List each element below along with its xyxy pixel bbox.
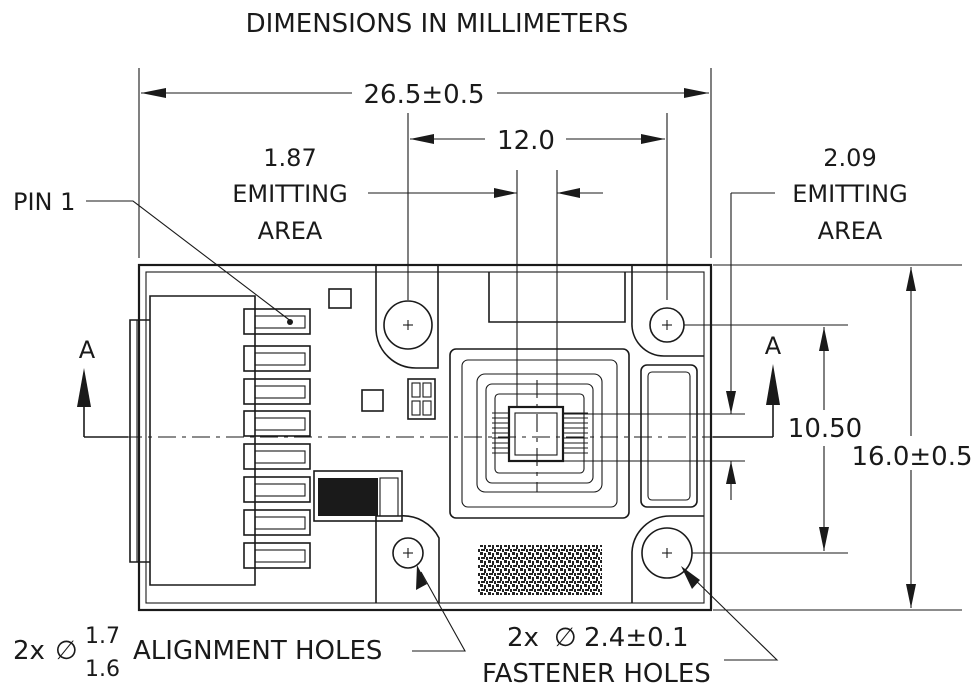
overall-height-label: 16.0±0.5 [851, 442, 971, 472]
pin1-label: PIN 1 [13, 188, 75, 216]
alignment-prefix: 2x [13, 636, 45, 666]
section-a-right: A [713, 332, 782, 438]
emitting-left-line1: EMITTING [232, 180, 347, 208]
vertical-hole-spacing-label: 10.50 [788, 414, 862, 444]
emitting-right-value: 2.09 [823, 144, 876, 172]
fastener-text: FASTENER HOLES [482, 659, 711, 689]
emitting-right-line2: AREA [818, 217, 883, 245]
fastener-diameter-symbol: ∅ [554, 623, 577, 653]
overall-width-dimension: 26.5±0.5 [138, 68, 712, 258]
section-a-left: A [77, 336, 128, 438]
hole-spacing-dimension: 12.0 [407, 113, 668, 300]
alignment-upper-limit: 1.7 [85, 624, 120, 649]
emitting-left-value: 1.87 [263, 144, 316, 172]
section-a-right-label: A [765, 332, 782, 360]
fastener-value: 2.4±0.1 [584, 623, 688, 653]
emitting-left-line2: AREA [258, 217, 323, 245]
vertical-hole-spacing-dimension: 10.50 [684, 324, 862, 554]
section-a-left-label: A [79, 336, 96, 364]
pin1-leader [86, 200, 293, 323]
fastener-prefix: 2x [507, 623, 539, 653]
fastener-holes-callout: 2x ∅ 2.4±0.1 FASTENER HOLES [482, 566, 779, 689]
alignment-text: ALIGNMENT HOLES [133, 636, 382, 666]
drawing-title: DIMENSIONS IN MILLIMETERS [246, 9, 629, 39]
alignment-lower-limit: 1.6 [85, 657, 120, 682]
connector-pins [243, 308, 311, 569]
alignment-diameter-symbol: ∅ [55, 636, 78, 666]
data-matrix-code [478, 545, 602, 595]
overall-width-label: 26.5±0.5 [363, 80, 484, 110]
emitting-area-right-dimension: 2.09 EMITTING AREA [557, 144, 908, 500]
emitting-right-line1: EMITTING [792, 180, 907, 208]
hole-spacing-label: 12.0 [497, 126, 555, 156]
alignment-holes-callout: 2x ∅ 1.7 1.6 ALIGNMENT HOLES [13, 565, 466, 682]
overall-height-dimension: 16.0±0.5 [713, 264, 971, 611]
emitting-area-left-dimension: 1.87 EMITTING AREA [232, 144, 603, 420]
